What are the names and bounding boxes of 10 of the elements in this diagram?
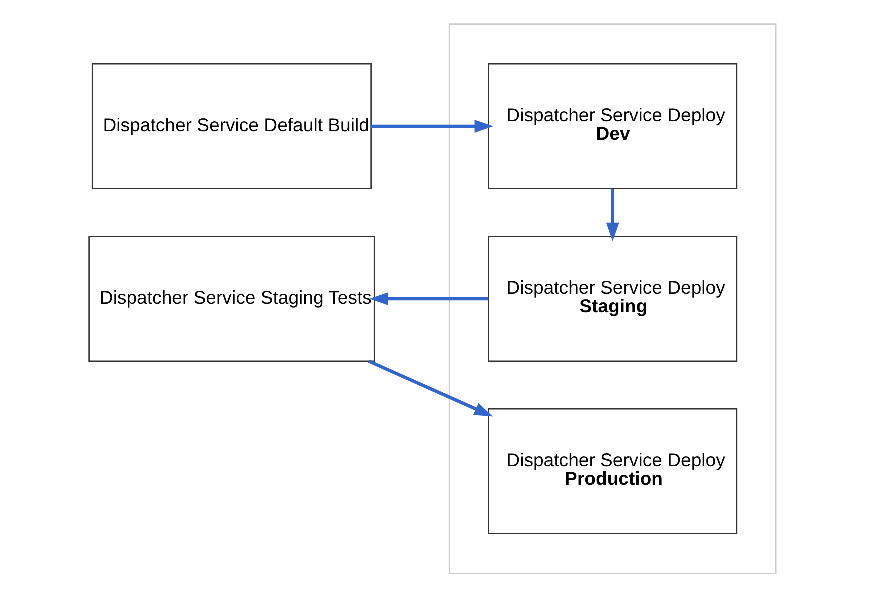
node-box: Dispatcher Service Default Build <box>91 63 372 190</box>
arrow <box>369 292 488 306</box>
node-box: Dispatcher Service Deploy Staging <box>488 236 738 362</box>
arrow <box>606 189 619 242</box>
arrow <box>368 360 493 417</box>
node-box: Dispatcher Service Deploy Production <box>488 408 738 535</box>
node-box: Dispatcher Service Deploy Dev <box>488 63 738 190</box>
arrow <box>370 120 493 133</box>
cluster <box>448 24 776 574</box>
node-box: Dispatcher Service Staging Tests <box>88 236 375 362</box>
